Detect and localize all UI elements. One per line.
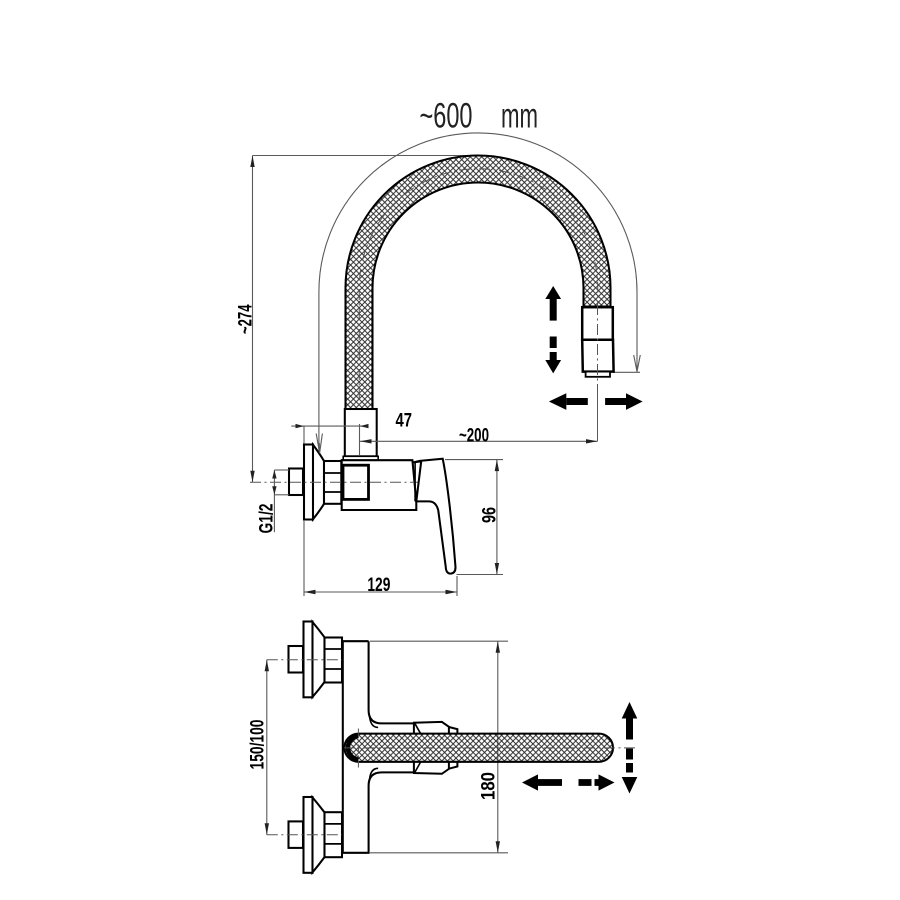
svg-text:180: 180 [479,772,500,800]
svg-text:47: 47 [396,411,413,432]
svg-text:G1/2: G1/2 [257,504,278,534]
svg-text:~600: ~600 [420,97,473,136]
svg-text:129: 129 [367,575,390,596]
svg-text:~200: ~200 [459,426,489,447]
svg-text:150/100: 150/100 [248,720,269,770]
svg-text:mm: mm [501,97,538,136]
svg-text:~274: ~274 [236,304,257,334]
svg-text:96: 96 [480,507,501,523]
